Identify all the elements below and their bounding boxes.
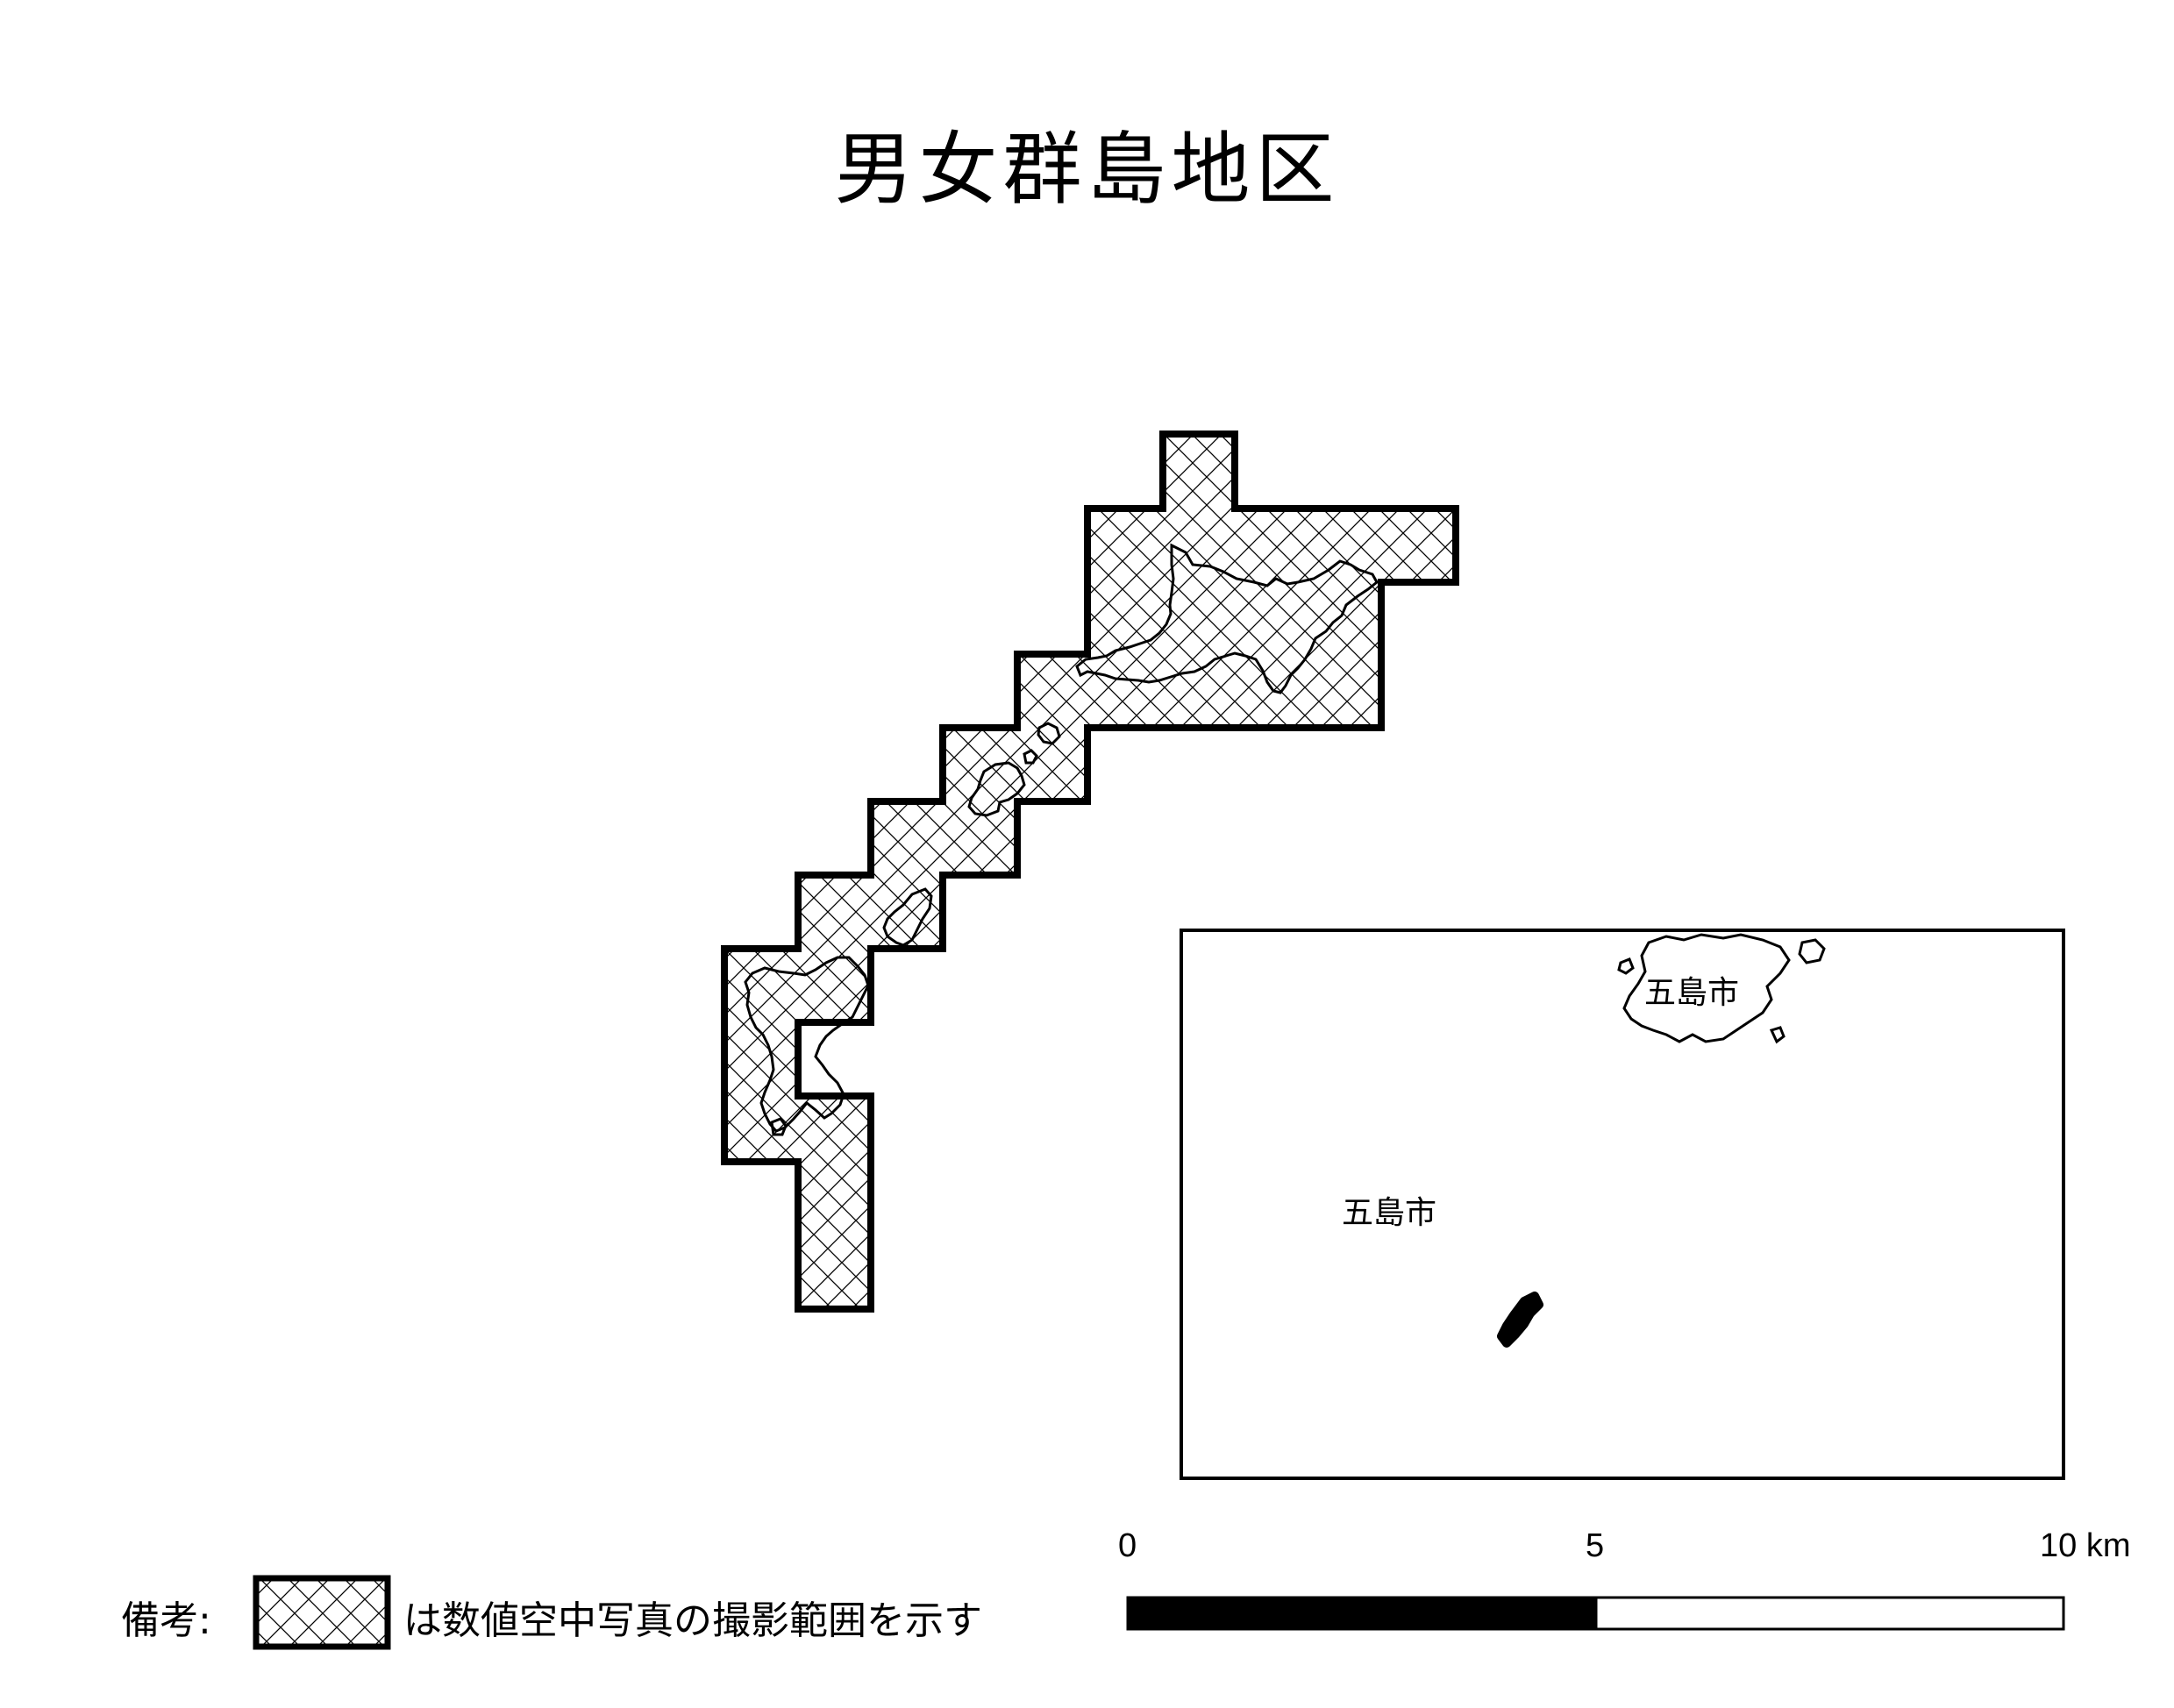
legend-prefix: 備考:: [121, 1598, 211, 1643]
inset-map-frame: [1180, 929, 2065, 1480]
scale-label-5: 5: [1586, 1527, 1605, 1564]
inset-goto-islands: [1622, 933, 1791, 1043]
photo-coverage-area: [721, 431, 1459, 1313]
map-title: 男女群島地区: [834, 124, 1340, 216]
island-outline-north: [1075, 543, 1379, 694]
island-outline-small-1: [1037, 722, 1061, 745]
legend-description: は数値空中写真の撮影範囲を示す: [403, 1598, 982, 1643]
island-outline-middle: [967, 761, 1026, 817]
scale-bar-segment-2: [1594, 1596, 2065, 1631]
inset-danjo-islands: [1497, 1292, 1543, 1348]
island-outline-south-main: [744, 956, 870, 1133]
scale-bar-segment-1: [1126, 1596, 1598, 1631]
inset-label-goto-city-north: 五島市: [1644, 975, 1740, 1011]
legend-swatch: [253, 1575, 391, 1650]
inset-goto-islet-1: [1617, 957, 1635, 975]
inset-goto-islet-3: [1769, 1026, 1786, 1044]
inset-label-goto-city: 五島市: [1342, 1195, 1437, 1231]
scale-label-10km: 10 km: [2040, 1527, 2131, 1564]
scale-label-0: 0: [1118, 1527, 1137, 1564]
island-outline-south-small: [882, 887, 933, 947]
island-outline-small-2: [1023, 749, 1038, 765]
inset-goto-islet-2: [1798, 938, 1826, 964]
island-outline-south-islet: [770, 1117, 788, 1136]
